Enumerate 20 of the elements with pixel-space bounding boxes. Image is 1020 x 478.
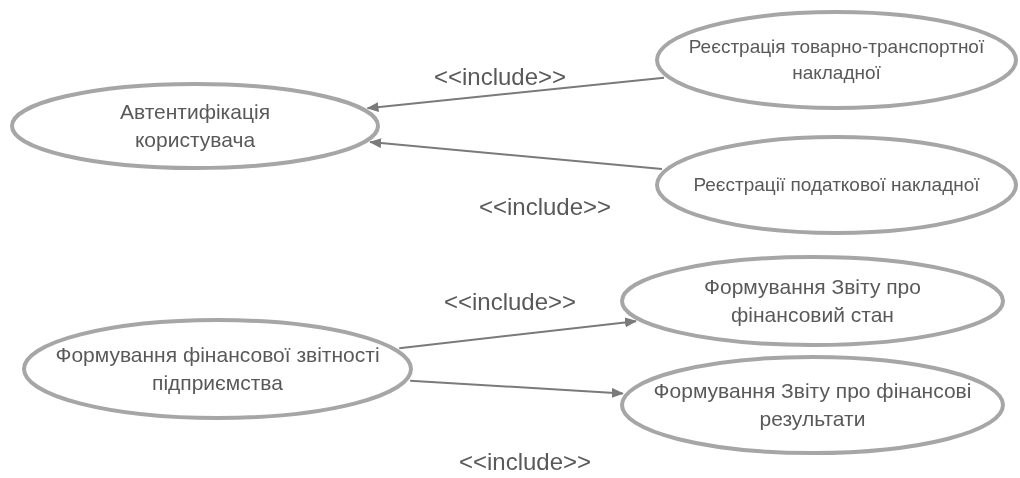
use-case-ellipse [620, 355, 1005, 455]
edge-label: <<include>> [433, 65, 567, 89]
arrow [398, 317, 637, 350]
arrow [369, 138, 663, 170]
use-case-ellipse [655, 135, 1018, 235]
arrow [409, 379, 624, 398]
use-case-name: Реєстрації податкової накладної [692, 173, 981, 198]
use-case-ellipse [620, 255, 1005, 347]
use-case-name: Реєстрація товарно-транспортної накладної [687, 35, 986, 85]
edge-label: <<include>> [443, 290, 577, 314]
use-case-name: Автентифікація користувача [118, 98, 271, 153]
arrow [366, 76, 665, 113]
use-case-name: Формування Звіту про фінансові результати [652, 377, 973, 432]
use-case-ellipse [10, 82, 380, 170]
use-case-name: Формування Звіту про фінансовий стан [703, 273, 922, 328]
use-case-ellipse [655, 10, 1018, 110]
edge-label: <<include>> [458, 450, 592, 474]
use-case-ellipse [22, 318, 413, 420]
edge-label: <<include>> [478, 195, 612, 219]
use-case-name: Формування фінансової звітності підприємства [54, 341, 381, 396]
